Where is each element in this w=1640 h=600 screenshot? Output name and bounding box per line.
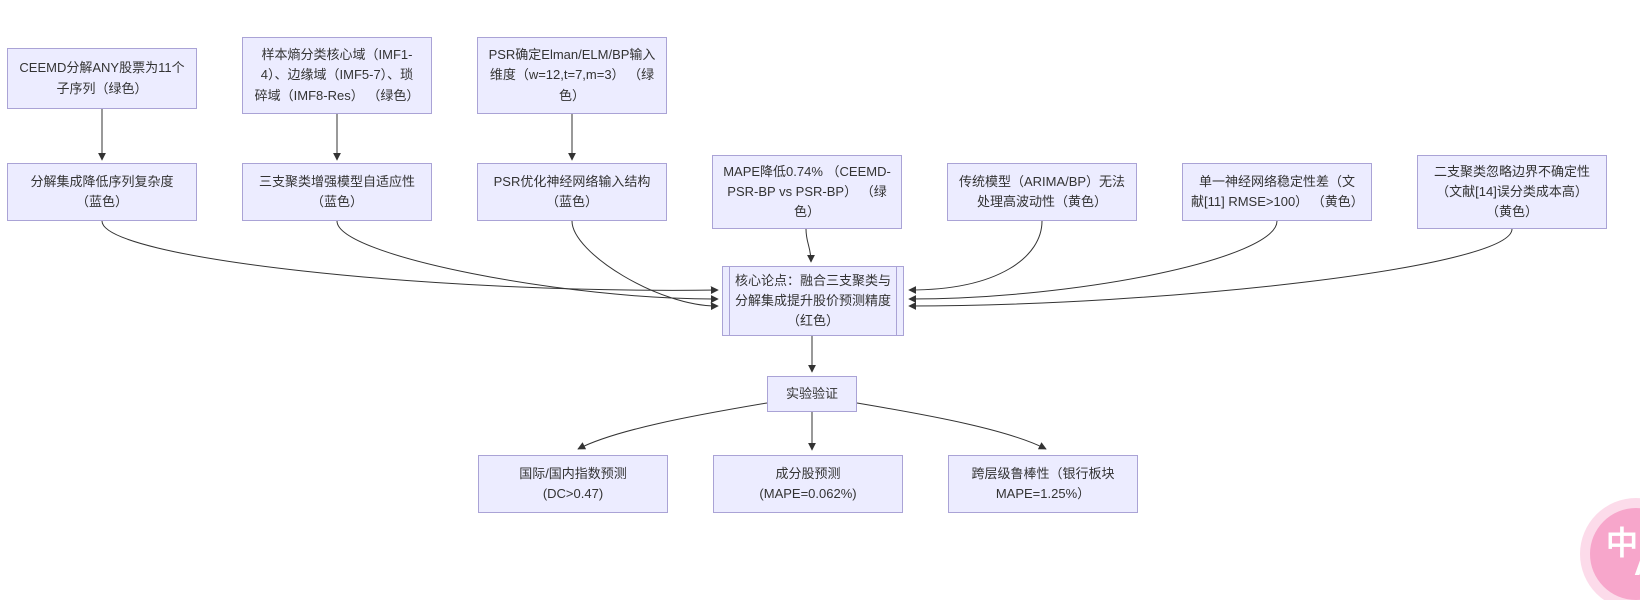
- edge-mapelow-to-core: [805, 228, 815, 263]
- node-sample-entropy: 样本熵分类核心域（IMF1- 4）、边缘域（IMF5-7）、琐 碎域（IMF8-…: [242, 37, 432, 114]
- node-ceemd-decomposition: CEEMD分解ANY股票为11个 子序列（绿色）: [7, 48, 197, 109]
- edge-decompose-to-core: [101, 220, 719, 295]
- translate-icon: 中: [1606, 525, 1639, 561]
- node-mape-reduction: MAPE降低0.74% （CEEMD- PSR-BP vs PSR-BP） （绿…: [712, 155, 902, 229]
- node-core-thesis: 核心论点：融合三支聚类与 分解集成提升股价预测精度 （红色）: [722, 266, 904, 336]
- node-constituent-stock-prediction: 成分股预测 (MAPE=0.062%): [713, 455, 903, 513]
- edge-psropt-to-core: [571, 220, 719, 311]
- edge-experiment-to-indexpred: [577, 402, 768, 450]
- edge-twoway-to-core: [908, 228, 1513, 310]
- node-three-way-clustering: 三支聚类增强模型自适应性 （蓝色）: [242, 163, 432, 221]
- edge-traditional-to-core: [908, 220, 1043, 294]
- node-experiment-validation: 实验验证: [767, 376, 857, 412]
- edge-singlenn-to-core: [908, 220, 1278, 303]
- translate-icon-latin: A: [1634, 546, 1640, 583]
- node-two-way-clustering-limit: 二支聚类忽略边界不确定性 （文献[14]误分类成本高） （黄色）: [1417, 155, 1607, 229]
- node-index-prediction: 国际/国内指数预测 (DC>0.47): [478, 455, 668, 513]
- node-cross-level-robustness: 跨层级鲁棒性（银行板块 MAPE=1.25%）: [948, 455, 1138, 513]
- edges-layer: [98, 109, 1513, 451]
- node-psr-input-dimension: PSR确定Elman/ELM/BP输入 维度（w=12,t=7,m=3） （绿 …: [477, 37, 667, 114]
- node-single-nn-instability: 单一神经网络稳定性差（文 献[11] RMSE>100） （黄色）: [1182, 163, 1372, 221]
- node-traditional-model-limit: 传统模型（ARIMA/BP）无法 处理高波动性（黄色）: [947, 163, 1137, 221]
- node-psr-optimization: PSR优化神经网络输入结构 （蓝色）: [477, 163, 667, 221]
- node-decompose-ensemble: 分解集成降低序列复杂度 （蓝色）: [7, 163, 197, 221]
- edge-threeway-to-core: [336, 220, 719, 304]
- edge-experiment-to-robust: [856, 402, 1047, 450]
